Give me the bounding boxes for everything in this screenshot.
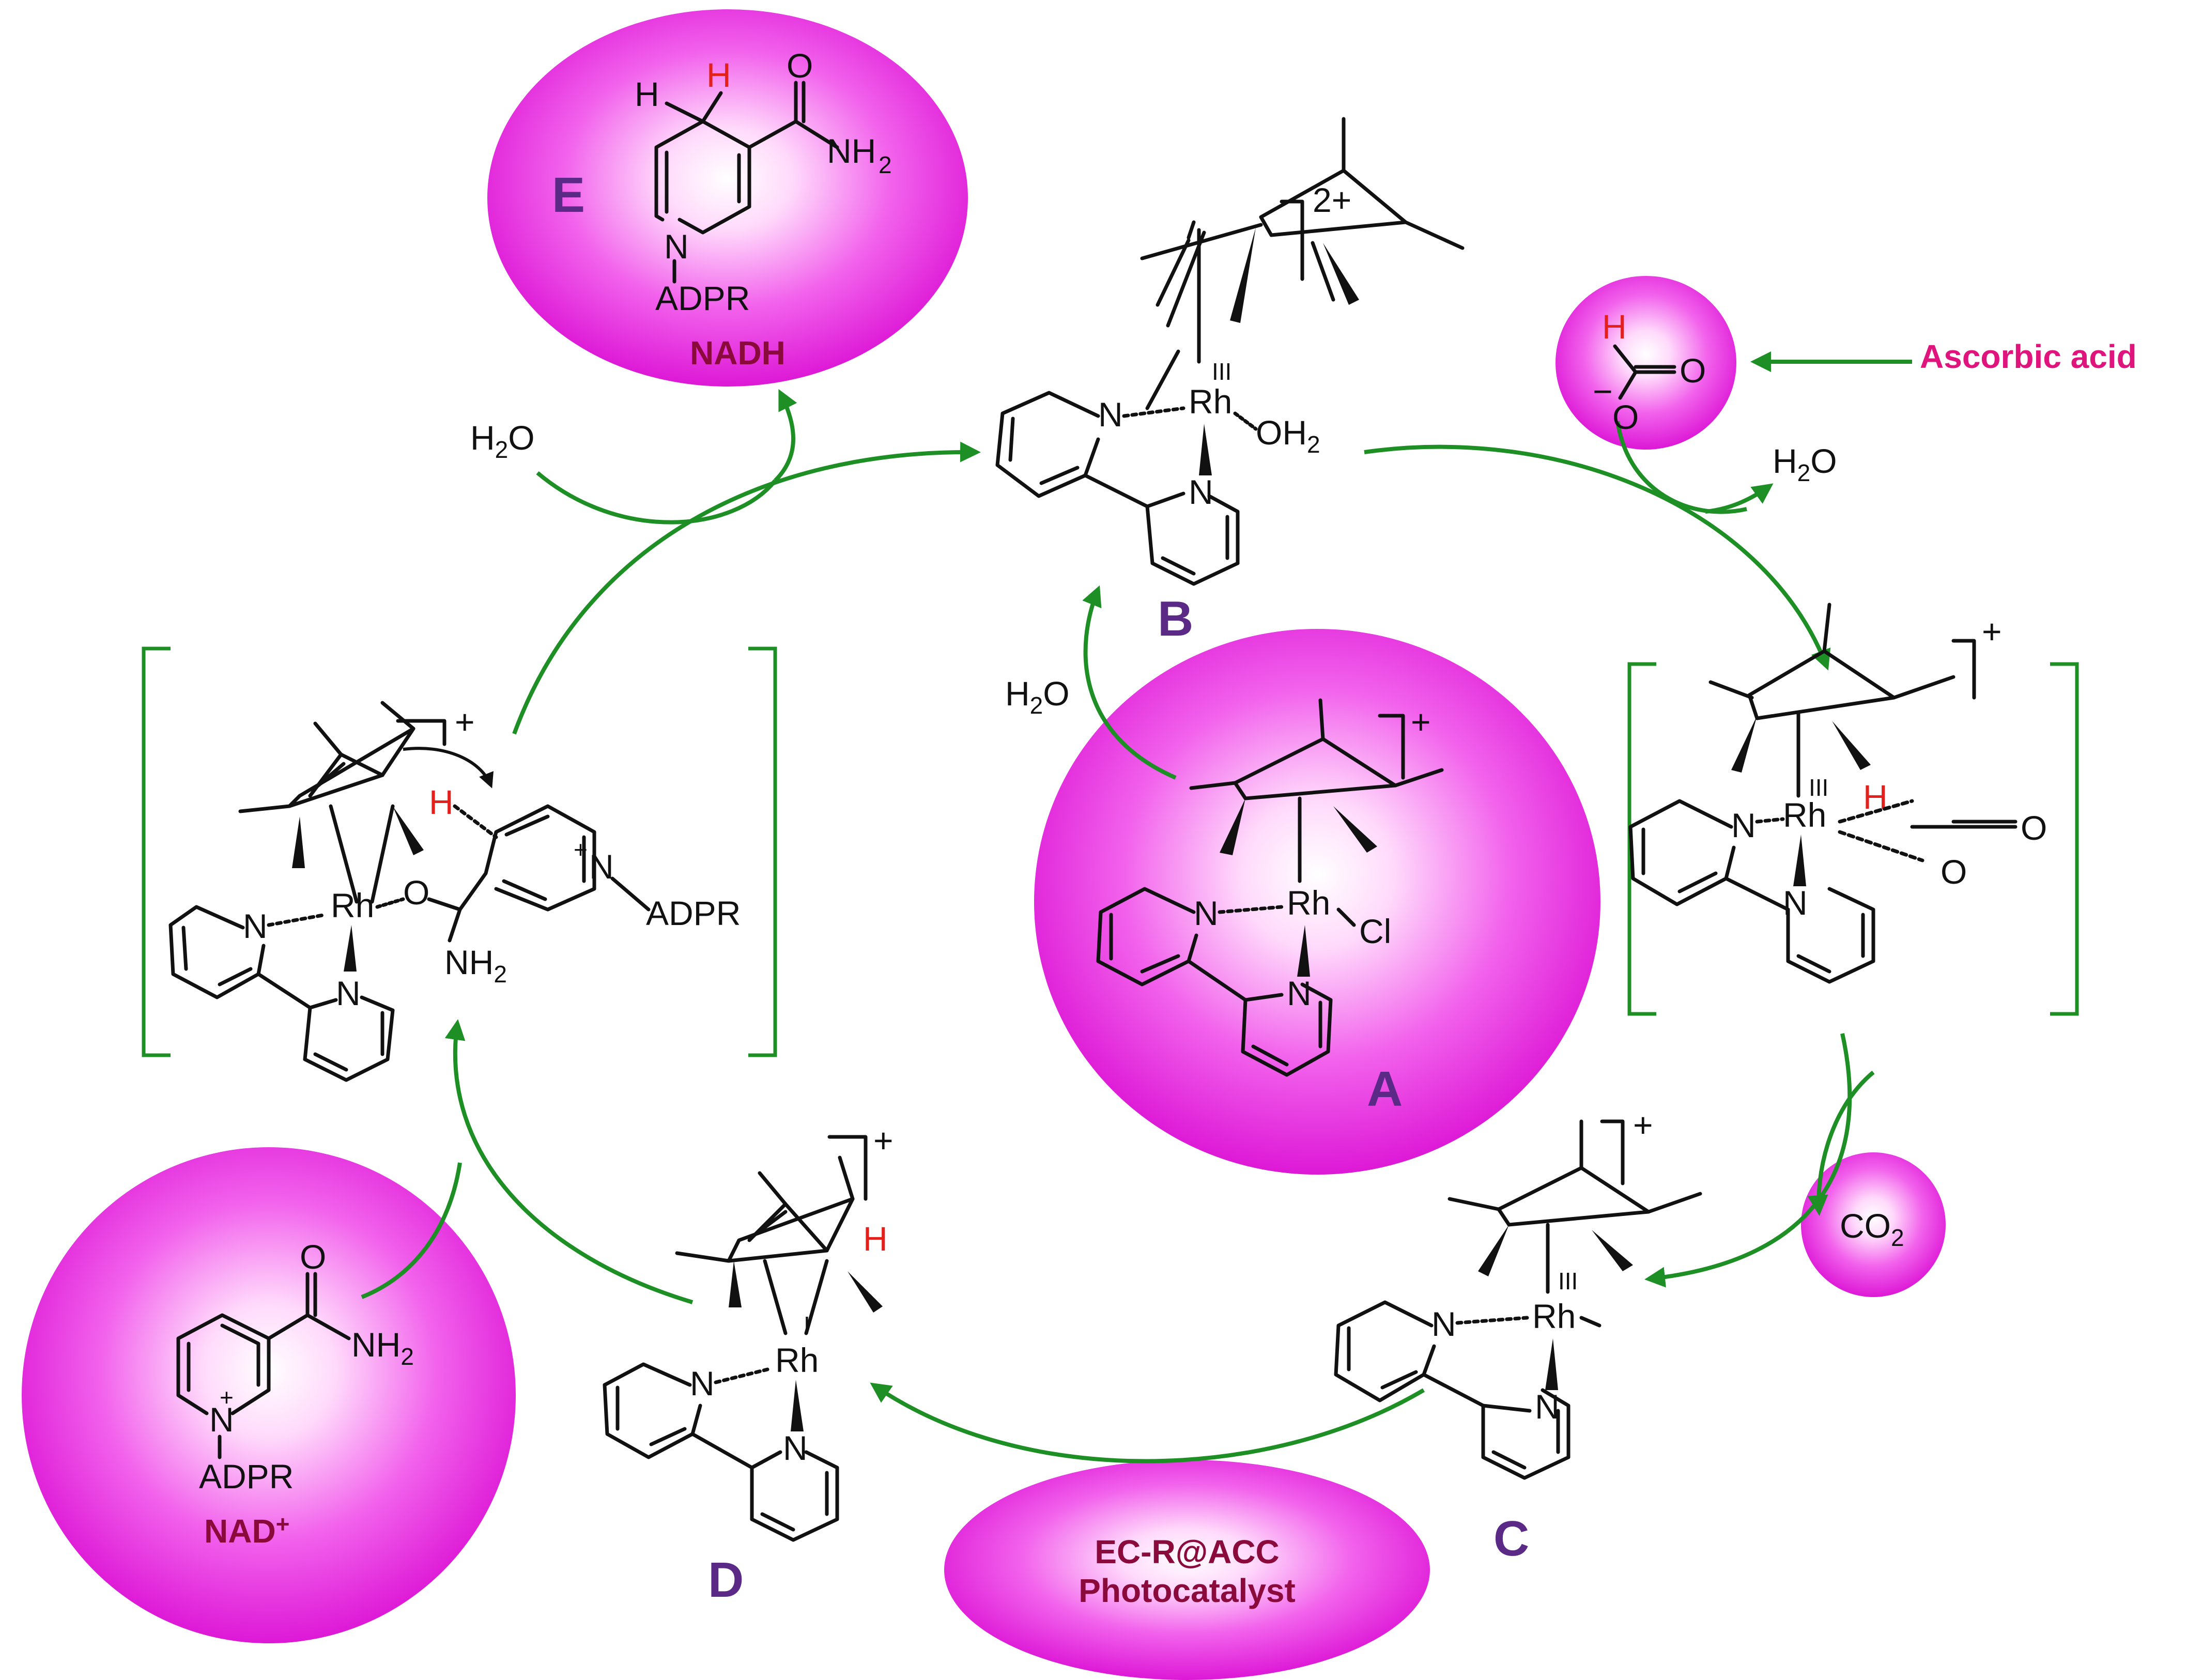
sphere-photocatalyst (944, 1460, 1430, 1680)
arrow-nad-in (361, 1162, 462, 1299)
sphere-nad-plus (22, 1147, 516, 1643)
label-b: B (1158, 591, 1193, 646)
formate-o: O (1680, 351, 1706, 390)
c-charge: + (1633, 1106, 1653, 1144)
structure-b: Rh III OH2 N N 2+ B (995, 117, 1465, 646)
formate-minus: − (1593, 372, 1613, 410)
arrow-to-nadh (774, 389, 797, 482)
nad-o: O (300, 1238, 326, 1276)
b-charge: 2+ (1313, 181, 1351, 219)
b-n2: N (1189, 473, 1213, 511)
d-ox: I (804, 1312, 810, 1338)
label-c: C (1493, 1511, 1529, 1566)
h2o-top-left-h: H2O (470, 419, 535, 463)
fc-o1: O (2021, 809, 2047, 847)
co2-label: CO2 (1840, 1207, 1904, 1251)
atom-nh2: NH (827, 132, 876, 170)
ht-adpr: ADPR (646, 894, 741, 932)
b-oh: OH2 (1256, 413, 1320, 458)
b-rh: Rh (1189, 382, 1232, 421)
structure-hydride-transfer: H Rh O N + ADPR NH2 N N + (168, 701, 741, 1082)
ht-charge: + (455, 703, 475, 741)
bracket-left-close (748, 646, 777, 1057)
sphere-compound-a (1034, 629, 1600, 1175)
formate-o-minus: O (1612, 398, 1639, 436)
b-ox: III (1212, 358, 1231, 385)
d-h: H (863, 1220, 888, 1258)
ht-n1: N (243, 907, 268, 945)
arrow-a-to-b (1082, 585, 1177, 780)
nad-adpr: ADPR (199, 1457, 294, 1496)
arrow-h2o-out (1705, 483, 1774, 514)
a-n2: N (1287, 974, 1312, 1012)
fc-charge: + (1982, 612, 2002, 651)
arrow-d-to-intermediate (444, 1019, 694, 1304)
structure-c: Rh III N N + C (1334, 1106, 1702, 1566)
ht-n: N (589, 847, 614, 886)
atom-n: N (664, 227, 689, 266)
atom-adpr: ADPR (655, 279, 750, 317)
nad-plus-sign: + (220, 1384, 234, 1411)
atom-h-black: H (635, 75, 659, 113)
photocatalyst-line1: EC-R@ACC (1095, 1533, 1280, 1570)
arrow-b-to-formate-complex (1364, 444, 1831, 671)
nadh-name: NADH (690, 334, 786, 372)
label-e: E (552, 167, 585, 223)
c-ox: III (1558, 1268, 1578, 1294)
arrow-to-b (512, 441, 981, 735)
fc-n1: N (1731, 806, 1756, 844)
h2o-center: H2O (1005, 674, 1070, 719)
ascorbic-acid-label: Ascorbic acid (1920, 338, 2137, 375)
c-rh: Rh (1532, 1297, 1576, 1335)
d-charge: + (873, 1121, 894, 1160)
d-n2: N (783, 1429, 808, 1467)
sphere-co2 (1801, 1152, 1946, 1297)
d-rh: Rh (775, 1341, 819, 1379)
nad-name: NAD+ (204, 1511, 290, 1550)
h2o-right: H2O (1773, 442, 1837, 486)
a-cl: Cl (1359, 912, 1391, 950)
fc-o2: O (1941, 853, 1967, 891)
c-n1: N (1431, 1305, 1456, 1343)
ht-n2: N (336, 974, 361, 1012)
formate-h: H (1602, 307, 1627, 346)
a-rh: Rh (1287, 884, 1330, 922)
label-a: A (1367, 1061, 1403, 1117)
label-d: D (708, 1552, 744, 1608)
formate-ion: H O O − (1593, 307, 1706, 436)
structure-a: Rh Cl N N + A (1096, 698, 1444, 1117)
a-n1: N (1194, 894, 1219, 932)
ht-plus: + (574, 836, 588, 863)
arrow-formate-in (1615, 421, 1747, 514)
a-charge: + (1411, 703, 1431, 741)
arrow-c-to-d (870, 1382, 1425, 1463)
fc-ox: III (1809, 774, 1828, 801)
arrow-h2o-in-top (536, 471, 777, 525)
ht-h: H (429, 783, 454, 821)
structure-formate-complex: Rh III H O O N N + (1628, 603, 2047, 984)
nad-n: N (209, 1400, 234, 1439)
bracket-right-close (2050, 662, 2079, 1016)
nad-nh2: NH2 (351, 1325, 414, 1370)
photocatalyst-line2: Photocatalyst (1079, 1572, 1296, 1609)
fc-rh: Rh (1783, 796, 1826, 834)
sphere-formate (1556, 276, 1736, 450)
ht-nh2: NH2 (444, 943, 507, 988)
ht-o: O (403, 873, 429, 912)
ht-rh: Rh (331, 886, 374, 924)
arrow-co2-out (1807, 1070, 1875, 1216)
d-n1: N (690, 1364, 715, 1402)
atom-o-amide: O (787, 47, 813, 85)
atom-nh2-sub: 2 (879, 151, 892, 178)
structure-nadh: E H H O NH 2 N ADPR NADH (552, 47, 892, 372)
sphere-nadh (487, 9, 968, 387)
bracket-left-open (142, 646, 171, 1057)
b-n1: N (1098, 395, 1123, 434)
structure-nad-plus: O NH2 N + ADPR NAD+ (176, 1238, 414, 1550)
structure-d: H Rh I N N + D (603, 1121, 894, 1608)
atom-h-red: H (706, 56, 731, 94)
